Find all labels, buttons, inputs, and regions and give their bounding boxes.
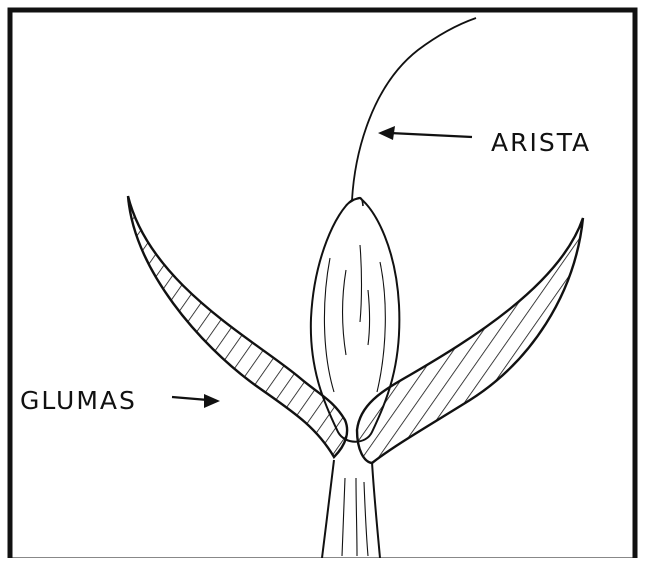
- glumas-label: GLUMAS: [20, 386, 137, 415]
- arista-label: ARISTA: [491, 128, 591, 157]
